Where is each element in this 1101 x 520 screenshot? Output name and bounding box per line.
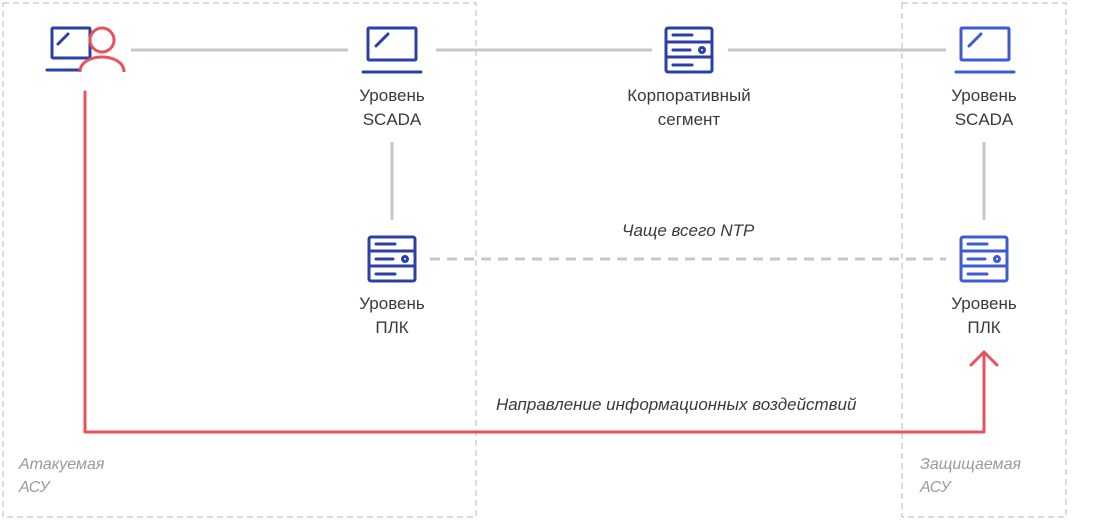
scada-left-label-line1: Уровень: [359, 86, 425, 105]
scada-right-label: Уровень SCADA: [924, 84, 1044, 132]
scada-left-laptop-icon: [361, 26, 423, 74]
plc-right-label-line2: ПЛК: [967, 318, 1001, 337]
scada-right-laptop-icon: [954, 26, 1016, 74]
attacked-zone-label-line1: Атакуемая: [19, 456, 105, 473]
protected-zone-label-line2: АСУ: [920, 479, 951, 496]
plc-left-label-line2: ПЛК: [375, 318, 409, 337]
attacked-zone-label-line2: АСУ: [19, 479, 50, 496]
corporate-label-line2: сегмент: [657, 110, 721, 129]
scada-left-label-line2: SCADA: [362, 110, 422, 129]
scada-right-label-line1: Уровень: [951, 86, 1017, 105]
corporate-label: Корпоративный сегмент: [609, 84, 769, 132]
attack-path-caption: Направление информационных воздействий: [496, 395, 857, 414]
attacked-zone-box: [2, 2, 477, 518]
protected-zone-label: Защищаемая АСУ: [920, 453, 1021, 499]
attacker-node: [45, 26, 126, 73]
plc-right-label: Уровень ПЛК: [924, 292, 1044, 340]
ntp-caption: Чаще всего NTP: [622, 221, 755, 240]
protected-zone-label-line1: Защищаемая: [920, 456, 1022, 473]
corporate-label-line1: Корпоративный: [627, 86, 751, 105]
plc-left-label-line1: Уровень: [359, 294, 425, 313]
plc-left-server-icon: [367, 235, 417, 283]
corporate-server-icon: [664, 26, 714, 74]
plc-right-server-icon: [959, 235, 1009, 283]
attacked-zone-label: Атакуемая АСУ: [19, 453, 104, 499]
plc-right-label-line1: Уровень: [951, 294, 1017, 313]
plc-left-label: Уровень ПЛК: [332, 292, 452, 340]
attack-path-arrow: [83, 90, 999, 434]
scada-left-label: Уровень SCADA: [332, 84, 452, 132]
scada-right-label-line2: SCADA: [954, 110, 1014, 129]
user-icon: [78, 26, 126, 73]
protected-zone-box: [901, 2, 1067, 518]
